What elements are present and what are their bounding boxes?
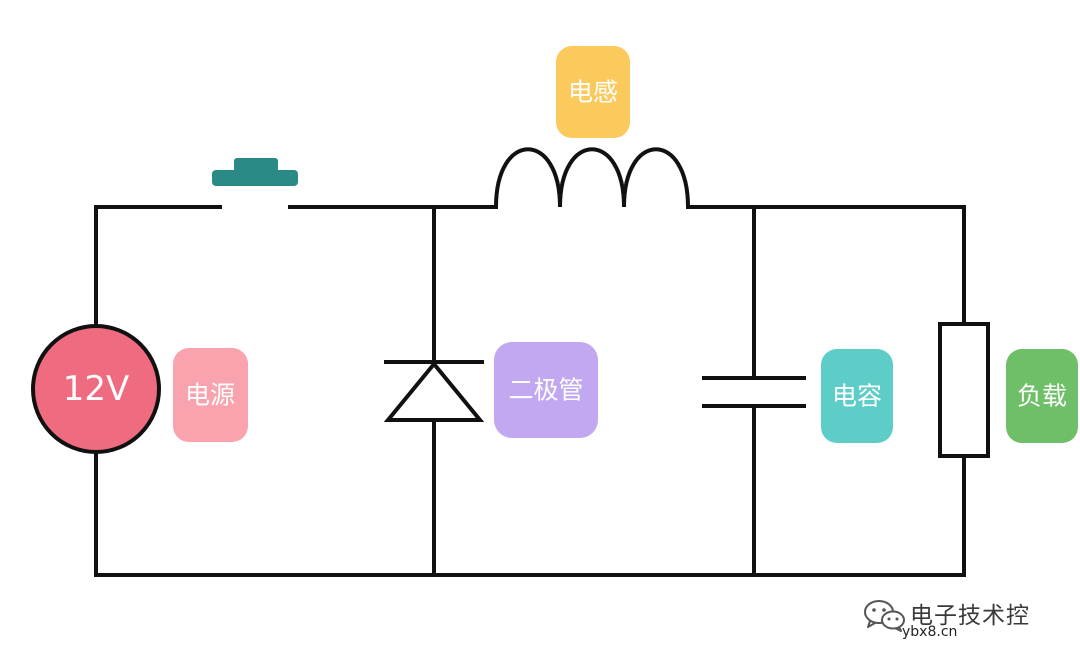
inductor-label-box: [556, 46, 630, 138]
wechat-icon: [864, 600, 905, 632]
load-resistor-icon: [938, 322, 990, 458]
watermark-title: 电子技术控: [910, 603, 1030, 629]
load-label: 负载: [1017, 382, 1067, 411]
capacitor-symbol-icon: [702, 376, 806, 408]
load-label-box: [1006, 349, 1078, 443]
power-label-box: [173, 348, 248, 442]
voltage-value: 12V: [63, 369, 130, 409]
diode-symbol-icon: [383, 360, 485, 422]
watermark-url: ybx8.cn: [902, 624, 958, 640]
switch-button-icon: [212, 158, 298, 186]
capacitor-label: 电容: [832, 382, 882, 411]
diode-label: 二极管: [508, 376, 583, 405]
capacitor-label-box: [821, 349, 893, 443]
inductor-coil-icon: [493, 147, 691, 210]
inductor-label: 电感: [568, 78, 618, 107]
voltage-source: [31, 324, 161, 454]
power-source-label: 电源: [185, 381, 235, 410]
watermark: 电子技术控 ybx8.cn: [862, 596, 1062, 646]
diode-label-box: [494, 342, 598, 438]
